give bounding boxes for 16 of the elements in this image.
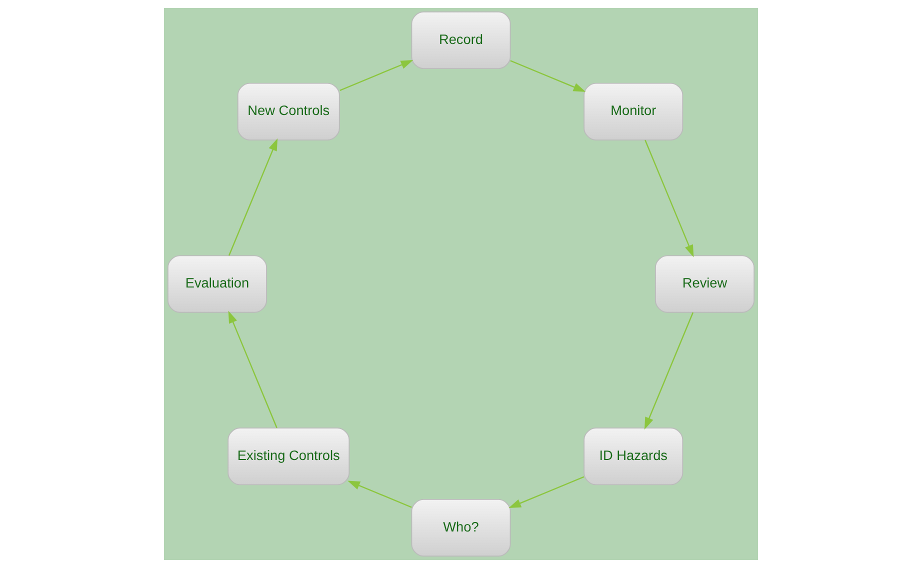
arrow <box>644 312 694 430</box>
node-box: ID Hazards <box>584 428 684 486</box>
node-box: New Controls <box>237 82 340 140</box>
node-box: Existing Controls <box>228 428 350 486</box>
arrow <box>644 140 694 258</box>
arrow <box>348 480 412 508</box>
node-box: Evaluation <box>167 255 268 313</box>
node-box: Who? <box>411 498 511 557</box>
node-box: Monitor <box>584 82 684 140</box>
arrow <box>508 476 584 508</box>
arrow <box>340 60 414 91</box>
arrow <box>228 310 278 428</box>
node-box: Review <box>654 255 755 313</box>
node-box: Record <box>411 11 511 70</box>
arrow <box>510 60 586 92</box>
arrow <box>228 138 278 256</box>
